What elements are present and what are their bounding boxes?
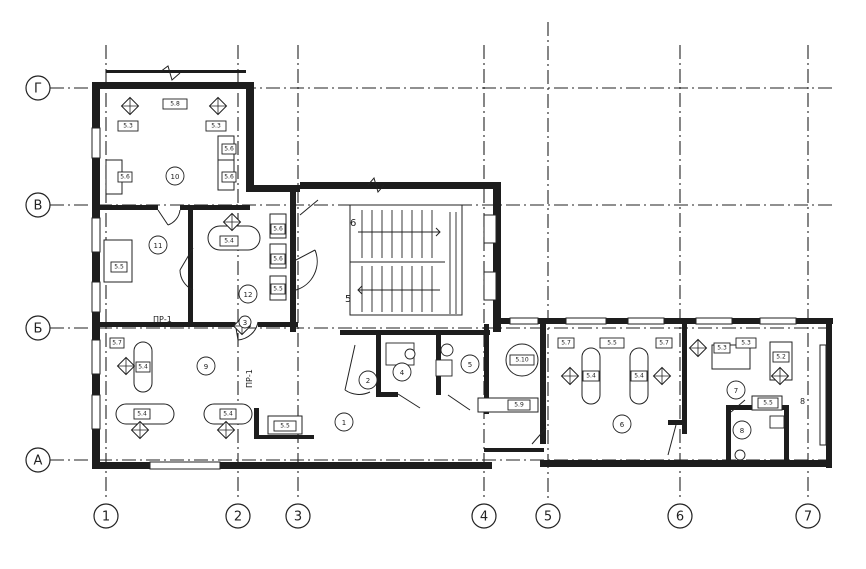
tag: 5.10 bbox=[515, 357, 529, 364]
room-number: 12 bbox=[244, 291, 253, 299]
tag: 5.6 bbox=[224, 146, 234, 153]
tag: 5.5 bbox=[273, 286, 283, 293]
tag: 5.2 bbox=[776, 354, 786, 361]
tag: 5.4 bbox=[223, 411, 233, 418]
room-number: 2 bbox=[366, 377, 370, 385]
tag: 5.7 bbox=[659, 340, 669, 347]
stair-lower-number: 5 bbox=[345, 294, 351, 305]
tag: 5.4 bbox=[586, 373, 596, 380]
doors bbox=[157, 199, 746, 456]
axis-bubble-4 bbox=[471, 503, 497, 529]
tag: 5.5 bbox=[607, 340, 617, 347]
tag: 5.7 bbox=[561, 340, 571, 347]
room-number: 9 bbox=[204, 363, 208, 371]
room-number: 7 bbox=[734, 387, 738, 395]
tag: 5.3 bbox=[211, 123, 221, 130]
room-number: 8 bbox=[740, 427, 744, 435]
tag: 5.3 bbox=[123, 123, 133, 130]
axis-bubble-a bbox=[25, 447, 51, 473]
break-marks bbox=[159, 65, 385, 194]
axis-label-1: 1 bbox=[102, 510, 110, 525]
axis-bubble-2 bbox=[225, 503, 251, 529]
tag: 5.4 bbox=[138, 364, 148, 371]
axis-label-2: 2 bbox=[234, 510, 242, 525]
tag: 5.8 bbox=[170, 101, 180, 108]
room-number: 4 bbox=[400, 369, 405, 377]
axis-label-v: В bbox=[34, 199, 43, 214]
tag: 5.5 bbox=[114, 264, 124, 271]
axis-bubble-5 bbox=[535, 503, 561, 529]
axis-lines bbox=[50, 22, 835, 500]
axis-bubble-b bbox=[25, 315, 51, 341]
room-number: 1 bbox=[342, 419, 346, 427]
stair-upper-number: 6 bbox=[350, 218, 356, 229]
tag: 5.7 bbox=[112, 340, 122, 347]
tag: 5.3 bbox=[717, 345, 727, 352]
tag: 5.6 bbox=[273, 256, 283, 263]
axis-bubble-g bbox=[25, 75, 51, 101]
axis-bubbles: 1 2 3 4 5 6 7 Г В Б А bbox=[25, 75, 821, 529]
tag: 5.6 bbox=[120, 174, 130, 181]
axis-label-6: 6 bbox=[676, 510, 684, 525]
windows bbox=[91, 127, 827, 470]
axis-label-3: 3 bbox=[294, 510, 302, 525]
pr1-label-vertical: ПР-1 bbox=[245, 369, 254, 388]
tag: 5.6 bbox=[273, 226, 283, 233]
axis-label-g: Г bbox=[34, 82, 42, 97]
room-numbers: 10 11 12 9 1 2 4 5 6 7 8 3 bbox=[148, 166, 752, 440]
room-number: 5 bbox=[468, 361, 472, 369]
chairs bbox=[116, 96, 790, 440]
tag: 5.6 bbox=[224, 174, 234, 181]
axis-label-7: 7 bbox=[804, 510, 812, 525]
tag: 5.4 bbox=[634, 373, 644, 380]
room-number: 6 bbox=[620, 421, 625, 429]
tag: 5.9 bbox=[514, 402, 524, 409]
pr1-label-horizontal: ПР-1 bbox=[153, 315, 172, 324]
axis-bubble-7 bbox=[795, 503, 821, 529]
axis-label-a: А bbox=[34, 454, 43, 469]
tag: 5.5 bbox=[280, 423, 290, 430]
axis-label-b: Б bbox=[34, 322, 43, 337]
room-number: 3 bbox=[243, 319, 247, 327]
staircase: 6 5 bbox=[345, 204, 463, 316]
tag: 5.3 bbox=[741, 340, 751, 347]
room-number: 10 bbox=[171, 173, 180, 181]
tag: 5.4 bbox=[137, 411, 147, 418]
room-number: 11 bbox=[154, 242, 163, 250]
equipment-tags: 5.8 5.3 5.3 5.6 5.6 5.6 5.5 5.4 5.6 5.6 … bbox=[109, 98, 790, 432]
axis-bubble-6 bbox=[667, 503, 693, 529]
axis-label-4: 4 bbox=[480, 510, 488, 525]
tag: 5.5 bbox=[763, 400, 773, 407]
axis-bubble-v bbox=[25, 192, 51, 218]
axis-bubble-1 bbox=[93, 503, 119, 529]
tag: 5.4 bbox=[224, 238, 234, 245]
axis-label-5: 5 bbox=[544, 510, 552, 525]
axis-bubble-3 bbox=[285, 503, 311, 529]
misc-label-8: 8 bbox=[800, 397, 805, 406]
